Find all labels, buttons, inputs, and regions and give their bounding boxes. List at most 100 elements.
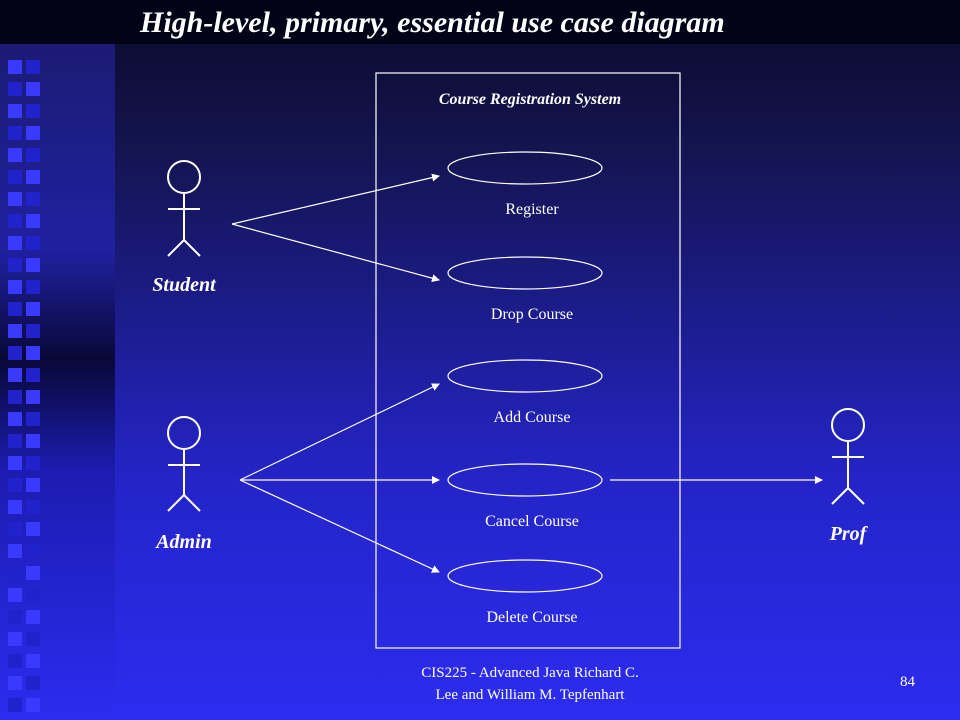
decorative-square: [26, 214, 40, 228]
use-case-delete-course-label: Delete Course: [486, 609, 577, 626]
footer-line-1: CIS225 - Advanced Java Richard C.: [421, 665, 639, 681]
decorative-square: [26, 60, 40, 74]
decorative-square: [8, 654, 22, 668]
use-case-add-course-label: Add Course: [494, 409, 571, 426]
decorative-square: [26, 390, 40, 404]
actor-student-label: Student: [152, 274, 217, 296]
use-case-drop-course-label: Drop Course: [491, 306, 573, 323]
actor-admin-left-leg: [167, 494, 185, 512]
actor-prof-left-leg: [831, 487, 849, 505]
use-case-add-course: Add Course: [447, 359, 603, 426]
decorative-square: [8, 588, 22, 602]
association-admin-add-course: [239, 383, 440, 481]
decorative-square: [8, 104, 22, 118]
decorative-square: [8, 412, 22, 426]
actor-student: [167, 160, 201, 257]
decorative-square: [8, 456, 22, 470]
actor-prof-right-leg: [847, 487, 865, 505]
footer-line-2: Lee and William M. Tepfenhart: [435, 687, 625, 703]
decorative-side-strip: [0, 0, 115, 720]
actor-student-right-leg: [183, 239, 201, 257]
decorative-square: [8, 566, 22, 580]
decorative-square: [26, 610, 40, 624]
actor-prof-label: Prof: [829, 523, 869, 545]
decorative-square: [26, 148, 40, 162]
page-number: 84: [900, 674, 915, 690]
actor-student-head: [167, 160, 201, 194]
slide-title: High-level, primary, essential use case …: [140, 6, 725, 39]
decorative-square: [8, 698, 22, 712]
actor-admin-label: Admin: [154, 531, 212, 553]
decorative-square: [26, 324, 40, 338]
decorative-square: [8, 148, 22, 162]
use-case-delete-course-ellipse: [447, 559, 603, 593]
decorative-square: [8, 126, 22, 140]
decorative-square: [26, 654, 40, 668]
use-case-register-label: Register: [505, 201, 559, 218]
actor-admin-right-leg: [183, 494, 201, 512]
use-case-register-ellipse: [447, 151, 603, 185]
decorative-square: [8, 676, 22, 690]
decorative-square: [26, 522, 40, 536]
decorative-square: [8, 368, 22, 382]
decorative-square: [26, 126, 40, 140]
decorative-square: [8, 60, 22, 74]
decorative-square: [8, 302, 22, 316]
decorative-square: [26, 544, 40, 558]
decorative-square: [8, 258, 22, 272]
actor-admin-head: [167, 416, 201, 450]
decorative-square: [26, 676, 40, 690]
actor-prof-head: [831, 408, 865, 442]
decorative-square: [26, 302, 40, 316]
decorative-square: [26, 346, 40, 360]
decorative-square: [8, 170, 22, 184]
actor-student-left-leg: [167, 239, 185, 257]
decorative-square: [26, 412, 40, 426]
actor-prof: [831, 408, 865, 505]
decorative-square: [8, 82, 22, 96]
association-admin-delete-course: [239, 479, 440, 573]
decorative-square: [8, 346, 22, 360]
decorative-square: [26, 566, 40, 580]
decorative-square: [26, 588, 40, 602]
decorative-square: [26, 456, 40, 470]
decorative-square: [26, 434, 40, 448]
title-bar: [0, 0, 960, 44]
use-case-register: Register: [447, 151, 603, 218]
slide-footer: CIS225 - Advanced Java Richard C. Lee an…: [370, 662, 690, 706]
decorative-square: [26, 104, 40, 118]
decorative-square: [8, 632, 22, 646]
decorative-square: [26, 82, 40, 96]
use-case-cancel-course-label: Cancel Course: [485, 513, 579, 530]
use-case-cancel-course-ellipse: [447, 463, 603, 497]
decorative-square: [8, 324, 22, 338]
decorative-square: [8, 478, 22, 492]
decorative-square: [8, 236, 22, 250]
decorative-square: [26, 368, 40, 382]
decorative-square: [26, 280, 40, 294]
decorative-square: [26, 500, 40, 514]
system-boundary: [375, 72, 681, 649]
decorative-square: [8, 434, 22, 448]
decorative-square: [26, 258, 40, 272]
decorative-square: [8, 214, 22, 228]
use-case-delete-course: Delete Course: [447, 559, 603, 626]
decorative-square: [8, 522, 22, 536]
use-case-add-course-ellipse: [447, 359, 603, 393]
decorative-square: [26, 478, 40, 492]
actor-admin: [167, 416, 201, 512]
association-student-register: [231, 173, 440, 225]
decorative-square: [8, 192, 22, 206]
decorative-square: [26, 632, 40, 646]
use-case-drop-course: Drop Course: [447, 256, 603, 323]
decorative-square: [8, 544, 22, 558]
decorative-square: [26, 192, 40, 206]
decorative-square: [8, 280, 22, 294]
decorative-square: [8, 390, 22, 404]
use-case-cancel-course: Cancel Course: [447, 463, 603, 530]
system-boundary-label: Course Registration System: [439, 91, 621, 108]
decorative-square: [26, 170, 40, 184]
use-case-drop-course-ellipse: [447, 256, 603, 290]
